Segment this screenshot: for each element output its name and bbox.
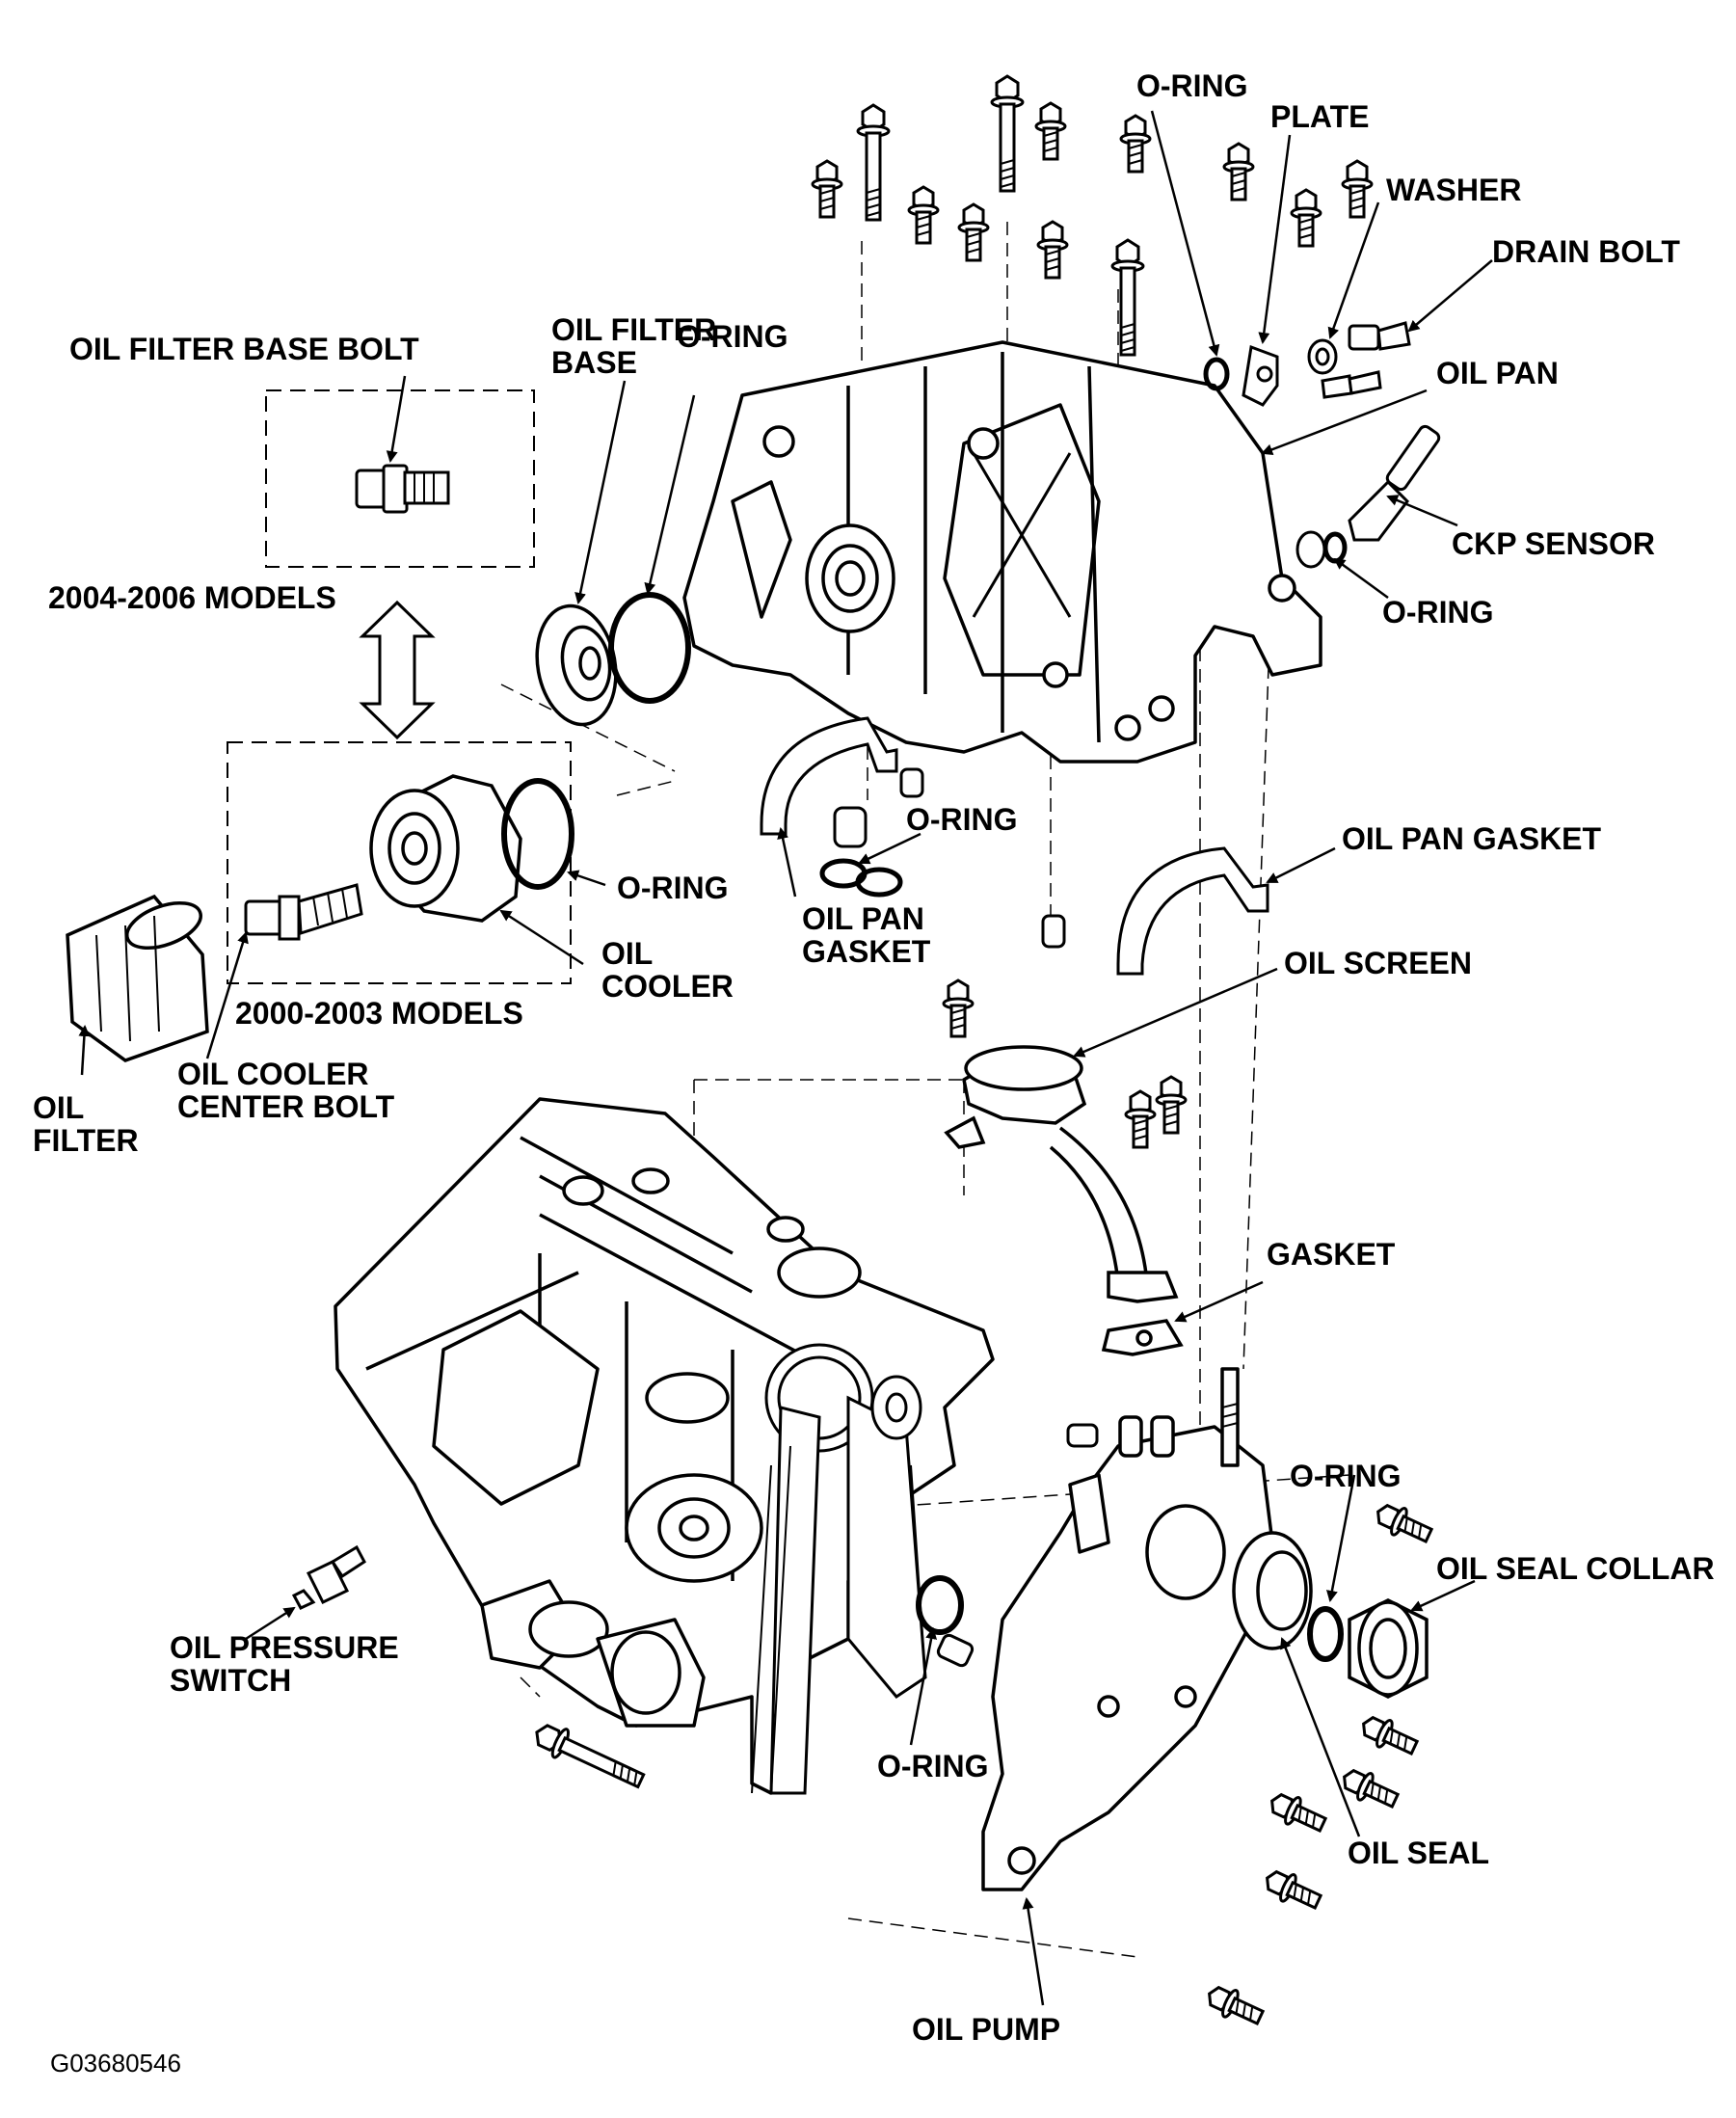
oil-filter: [66, 894, 209, 1062]
oil-cooler-center-bolt: [244, 883, 363, 941]
label-models-2004-2006: 2004-2006 MODELS: [48, 580, 336, 615]
oil-pump: [981, 1367, 1274, 1891]
o-rings-pan-gasket-b: [855, 867, 903, 898]
label-oil-screen: OIL SCREEN: [1284, 946, 1472, 980]
oil-filter-base: [535, 603, 618, 727]
label-washer: WASHER: [1386, 173, 1522, 207]
label-oil-seal: OIL SEAL: [1348, 1836, 1489, 1870]
o-ring-filter-base: [608, 592, 691, 704]
label-o-ring-base: O-RING: [677, 319, 788, 354]
label-ckp-sensor: CKP SENSOR: [1452, 526, 1656, 561]
label-o-ring-ckp: O-RING: [1382, 595, 1494, 630]
oil-pressure-switch: [291, 1544, 366, 1610]
label-gasket: GASKET: [1267, 1237, 1396, 1272]
label-oil-cooler-center-bolt: OIL COOLER CENTER BOLT: [177, 1057, 395, 1124]
label-oil-cooler: OIL COOLER: [601, 936, 734, 1004]
models-2004-2006-box: [265, 389, 535, 568]
label-oil-pan: OIL PAN: [1436, 356, 1559, 390]
label-o-ring-pump: O-RING: [877, 1749, 989, 1783]
dowel-pins: [833, 767, 1099, 1668]
label-o-ring-pan-gasket: O-RING: [906, 802, 1018, 837]
oil-cooler: [369, 774, 522, 923]
label-drain-bolt: DRAIN BOLT: [1492, 234, 1680, 269]
label-o-ring-top: O-RING: [1136, 68, 1248, 103]
figure-id: G03680546: [50, 2049, 181, 2078]
label-oil-filter-base-bolt: OIL FILTER BASE BOLT: [69, 332, 419, 366]
o-ring-cooler: [501, 778, 574, 890]
label-oil-filter-base: OIL FILTER BASE: [551, 312, 717, 380]
models-2000-2003-box: [227, 741, 572, 984]
label-o-ring-seal: O-RING: [1290, 1459, 1402, 1493]
oil-pan-gasket-right: [1116, 846, 1269, 976]
engine-block: [334, 1097, 995, 1795]
label-oil-pan-gasket-left: OIL PAN GASKET: [802, 901, 931, 969]
oil-pan-gasket-left: [760, 716, 898, 836]
oil-screen: [942, 979, 1188, 1356]
label-oil-filter: OIL FILTER: [33, 1090, 139, 1158]
label-plate: PLATE: [1270, 99, 1370, 134]
oil-filter-base-bolt: [355, 464, 450, 514]
callout-arrows: [78, 110, 1493, 2006]
small-parts-top: [1203, 321, 1441, 569]
label-oil-pan-gasket-right: OIL PAN GASKET: [1342, 821, 1602, 856]
oil-seal-group: [1232, 1531, 1429, 1699]
label-oil-pressure-switch: OIL PRESSURE SWITCH: [170, 1630, 399, 1698]
double-arrow: [359, 600, 436, 740]
label-o-ring-cooler: O-RING: [617, 871, 729, 905]
timing-chain: [751, 1343, 927, 1795]
label-oil-seal-collar: OIL SEAL COLLAR: [1436, 1551, 1715, 1586]
o-ring-pump: [916, 1575, 964, 1635]
label-oil-pump: OIL PUMP: [912, 2012, 1061, 2047]
oil-pan: [682, 340, 1322, 764]
label-models-2000-2003: 2000-2003 MODELS: [235, 996, 523, 1031]
